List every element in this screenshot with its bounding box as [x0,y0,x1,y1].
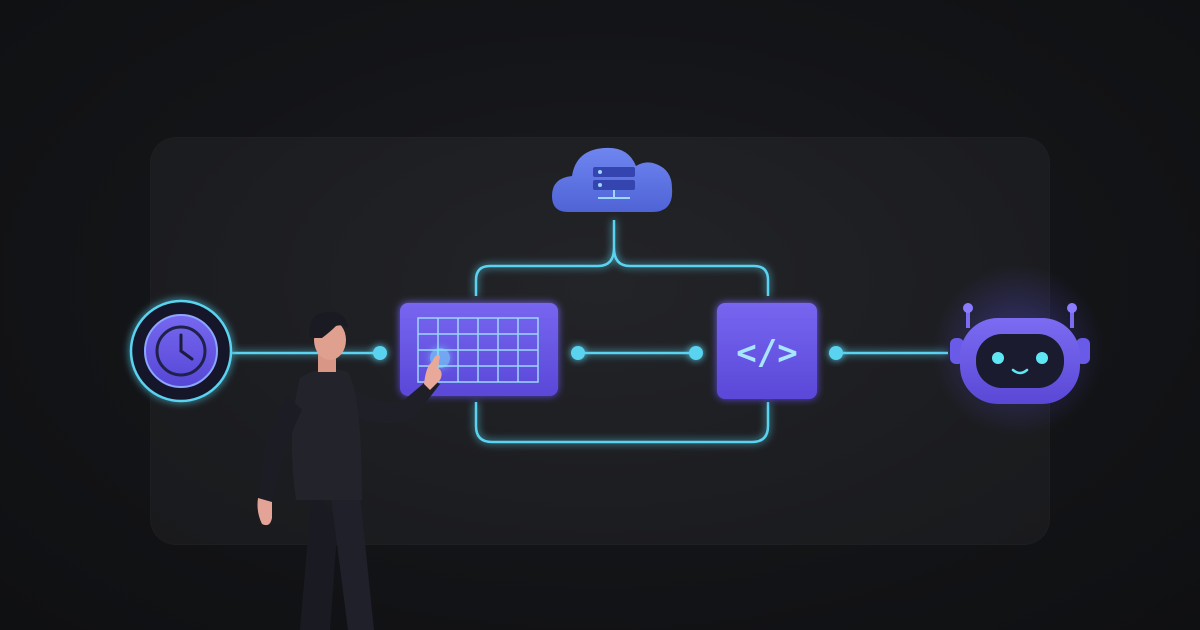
dot-spreadsheet-out [571,346,585,360]
dot-code-out [829,346,843,360]
cloud-server-node [552,147,673,212]
connector-dots [373,346,843,360]
code-node: </> [717,303,817,399]
spreadsheet-node [400,303,558,396]
bot-node [932,264,1104,436]
robot-icon [950,303,1090,404]
code-brackets-icon: </> [736,333,797,373]
dot-code-in [689,346,703,360]
clock-icon [155,325,207,377]
dot-spreadsheet-in [373,346,387,360]
schedule-node [129,299,233,403]
cloud-server-icon [552,147,673,212]
connector-lines [232,220,948,444]
edge-cloud-branch-top [474,220,770,296]
edge-bottom-loop [474,402,770,444]
person-illustration [257,311,442,630]
